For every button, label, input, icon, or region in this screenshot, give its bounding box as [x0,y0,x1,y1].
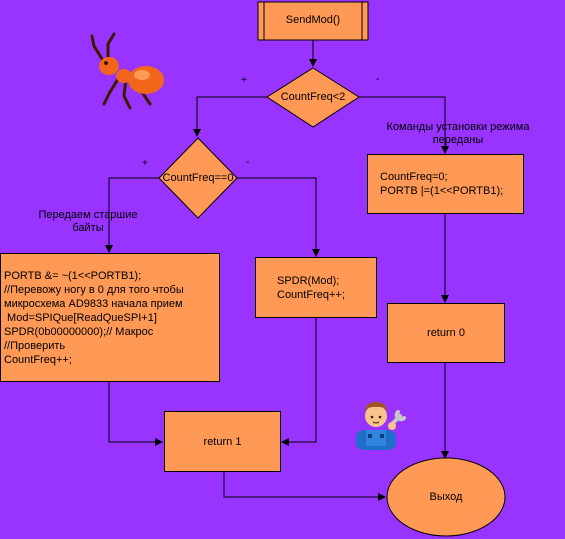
decision-2-no-label: - [246,157,250,168]
process-portb-clear-spdr: PORTB &= ~(1<<PORTB1); //Перевожу ногу в… [0,253,220,382]
decision-1-yes-label: + [241,75,247,86]
note-mode-commands-sent: Команды установки режима переданы [386,121,530,146]
end-terminal [386,457,506,537]
ant-icon [90,32,164,110]
decision-2-yes-label: + [142,158,148,169]
decision-countfreq-lt-2 [266,67,360,128]
process-reset-countfreq: CountFreq=0; PORTB |=(1<<PORTB1); [367,154,524,214]
decision-1-no-label: - [376,74,380,85]
start-label: SendMod() [285,14,341,26]
decision-countfreq-eq-0-label: CountFreq==0 [162,172,234,184]
mechanic-icon [356,402,406,450]
process-spdr-mod: SPDR(Mod); CountFreq++; [255,257,377,318]
end-label: Выход [429,491,463,503]
decision-countfreq-eq-0 [158,137,238,219]
note-send-high-bytes: Передаем старшие байты [38,209,138,234]
return-0-box: return 0 [387,303,505,363]
decision-countfreq-lt-2-label: CountFreq<2 [280,91,346,103]
return-1-box: return 1 [164,411,281,472]
